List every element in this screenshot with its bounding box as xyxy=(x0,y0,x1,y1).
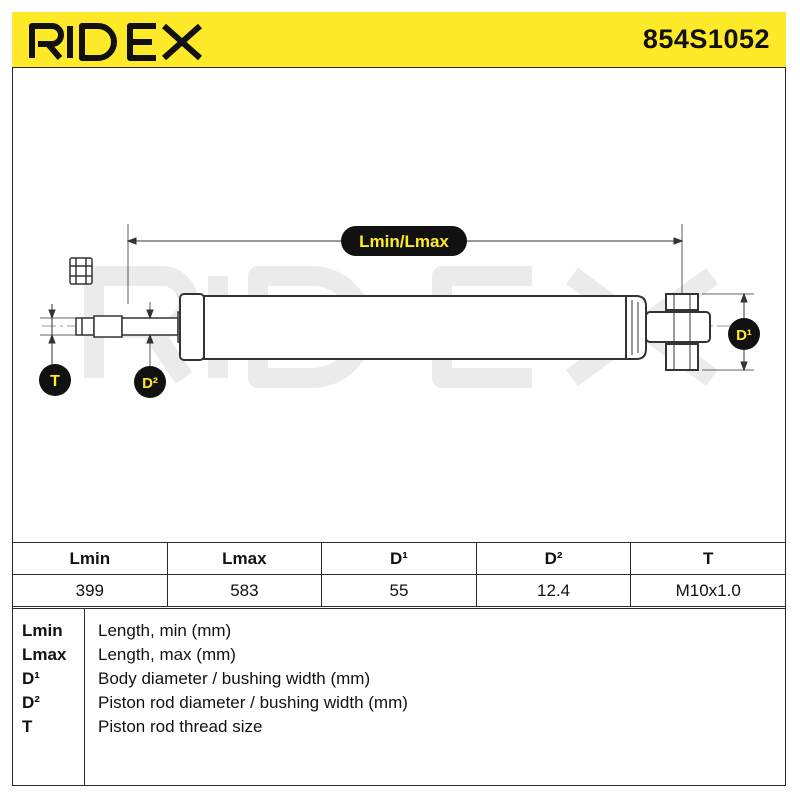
body-diameter-label: D¹ xyxy=(736,327,752,344)
header-t: T xyxy=(630,542,786,575)
part-number: 854S1052 xyxy=(642,24,770,54)
bushing-eye xyxy=(645,293,711,371)
body-diameter-badge xyxy=(728,318,760,350)
legend-divider xyxy=(84,609,85,785)
legend-item: T Piston rod thread size xyxy=(12,717,786,741)
legend-description: Piston rod diameter / bushing width (mm) xyxy=(98,693,408,712)
value-lmin: 399 xyxy=(12,574,168,607)
legend-item: D¹ Body diameter / bushing width (mm) xyxy=(12,669,786,693)
value-d1: 55 xyxy=(321,574,477,607)
shock-body xyxy=(179,293,647,361)
legend-description: Length, max (mm) xyxy=(98,645,236,664)
ridex-logo xyxy=(29,23,202,61)
header-lmin: Lmin xyxy=(12,542,168,575)
length-label: Lmin/Lmax xyxy=(359,232,449,251)
spec-table-header: Lmin Lmax D¹ D² T xyxy=(12,542,786,575)
header-d2: D² xyxy=(475,542,632,575)
legend-term: Lmin xyxy=(22,621,63,640)
value-d2: 12.4 xyxy=(475,574,632,607)
thread-label: T xyxy=(50,373,60,390)
legend-item: Lmax Length, max (mm) xyxy=(12,645,786,669)
rod-diameter-dimension xyxy=(146,302,154,366)
legend-term: T xyxy=(22,717,33,736)
legend-description: Piston rod thread size xyxy=(98,717,263,736)
thread-badge xyxy=(39,364,71,396)
legend: Lmin Length, min (mm) Lmax Length, max (… xyxy=(12,608,786,786)
rod-diameter-label: D² xyxy=(142,375,158,392)
shock-absorber-drawing: Lmin/Lmax xyxy=(39,224,760,398)
legend-item: Lmin Length, min (mm) xyxy=(12,621,786,645)
thread-dimension xyxy=(40,304,84,368)
length-badge xyxy=(341,226,467,256)
header-lmax: Lmax xyxy=(166,542,323,575)
header-d1: D¹ xyxy=(321,542,477,575)
legend-description: Length, min (mm) xyxy=(98,621,232,640)
legend-term: D¹ xyxy=(22,669,40,688)
rod-diameter-badge xyxy=(134,366,166,398)
legend-term: Lmax xyxy=(22,645,67,664)
nut-icon xyxy=(69,257,93,285)
spec-table: Lmin Lmax D¹ D² T 399 583 55 12.4 M10x1.… xyxy=(12,542,786,607)
spec-table-values: 399 583 55 12.4 M10x1.0 xyxy=(12,574,786,607)
legend-term: D² xyxy=(22,693,40,712)
value-t: M10x1.0 xyxy=(630,574,786,607)
legend-description: Body diameter / bushing width (mm) xyxy=(98,669,371,688)
header-bar: 854S1052 xyxy=(12,12,786,68)
legend-item: D² Piston rod diameter / bushing width (… xyxy=(12,693,786,717)
value-lmax: 583 xyxy=(166,574,323,607)
